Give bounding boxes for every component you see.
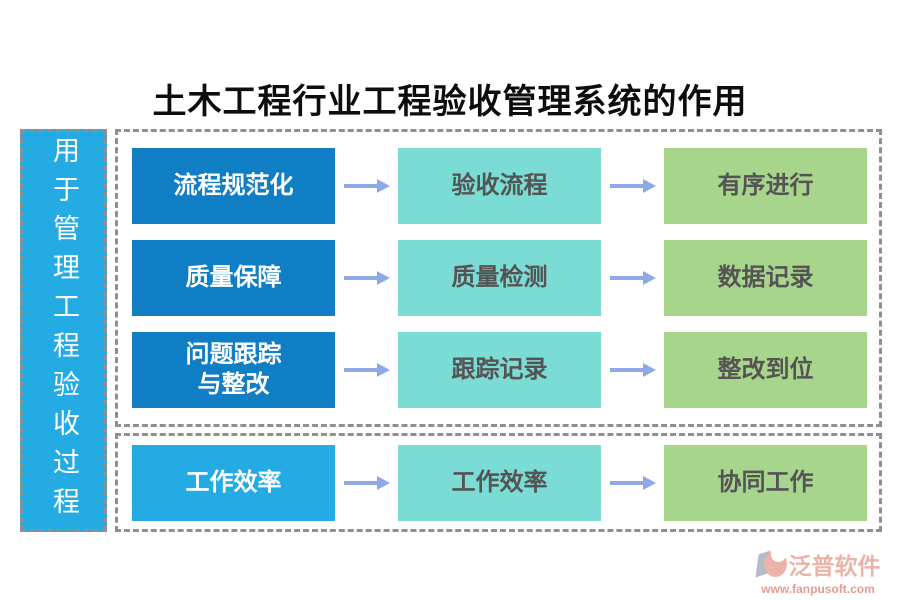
flow-group-main: 流程规范化 验收流程 有序进行 质量保障 质量检测 数据记录 问题跟踪 与整改 … — [115, 129, 882, 427]
result-node: 协同工作 — [664, 444, 867, 521]
brand-website: www.fanpusoft.com — [761, 582, 875, 596]
flow-row-quality-assurance: 质量保障 质量检测 数据记录 — [118, 240, 879, 316]
result-node: 整改到位 — [664, 332, 867, 408]
result-node: 数据记录 — [664, 240, 867, 316]
result-node: 有序进行 — [664, 148, 867, 224]
sidebar-purpose-label: 用于管理工程验收过程 — [49, 135, 79, 526]
sidebar-purpose-banner: 用于管理工程验收过程 — [20, 129, 107, 532]
right-arrow-icon — [335, 271, 398, 285]
flow-row-process-standardization: 流程规范化 验收流程 有序进行 — [118, 148, 879, 224]
cause-node: 质量保障 — [132, 240, 335, 316]
process-node: 验收流程 — [398, 148, 601, 224]
right-arrow-icon — [335, 475, 398, 490]
flow-row-issue-tracking: 问题跟踪 与整改 跟踪记录 整改到位 — [118, 332, 879, 408]
right-arrow-icon — [601, 179, 664, 193]
right-arrow-icon — [335, 179, 398, 193]
cause-node: 问题跟踪 与整改 — [132, 332, 335, 408]
fanpu-logo-icon — [754, 547, 787, 579]
flow-row-work-efficiency: 工作效率 工作效率 协同工作 — [118, 444, 879, 521]
process-node: 质量检测 — [398, 240, 601, 316]
right-arrow-icon — [335, 363, 398, 377]
cause-node: 流程规范化 — [132, 148, 335, 224]
process-node: 工作效率 — [398, 444, 601, 521]
cause-node: 工作效率 — [132, 444, 335, 521]
brand-name: 泛普软件 — [788, 554, 881, 579]
right-arrow-icon — [601, 363, 664, 377]
brand-watermark: 泛普软件 www.fanpusoft.com — [748, 547, 888, 596]
process-node: 跟踪记录 — [398, 332, 601, 408]
right-arrow-icon — [601, 271, 664, 285]
page-title: 土木工程行业工程验收管理系统的作用 — [152, 84, 748, 121]
flow-group-efficiency: 工作效率 工作效率 协同工作 — [115, 433, 882, 532]
right-arrow-icon — [601, 475, 664, 490]
